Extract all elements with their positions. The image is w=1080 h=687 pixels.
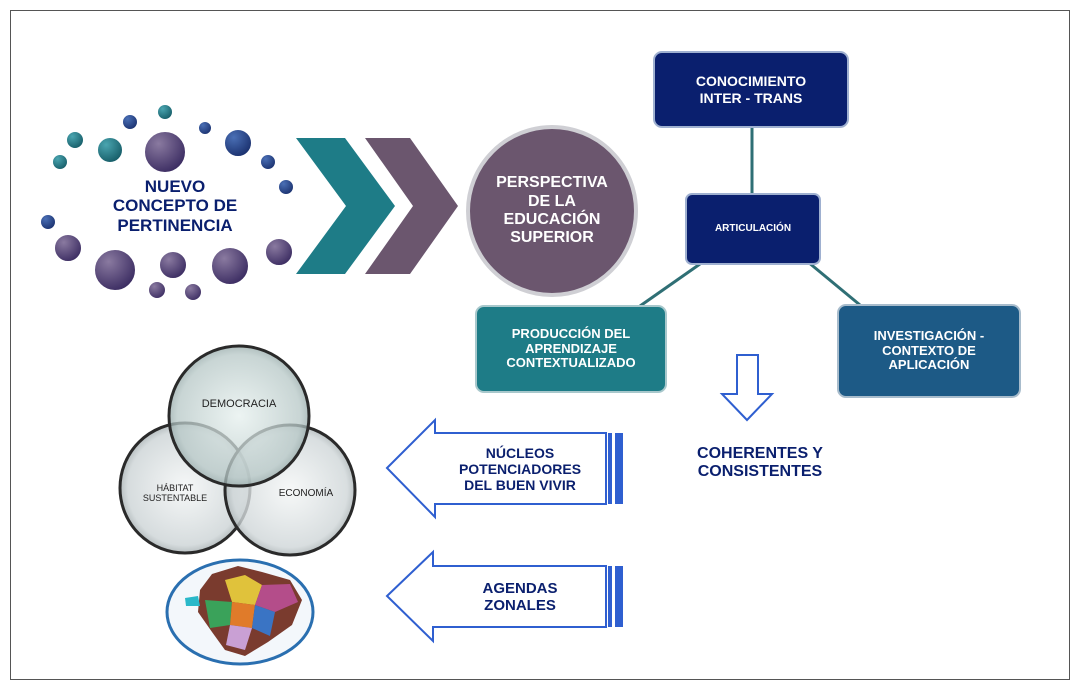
bubble [147,280,167,300]
articulacion-box [685,193,821,265]
map-globe [165,558,315,666]
down-arrow-icon [719,354,775,422]
articulacion-label: ARTICULACIÓN [714,223,792,235]
perspectiva-label: PERSPECTIVA DE LA EDUCACIÓN SUPERIOR [496,174,608,247]
bubble [156,103,174,121]
bubble [96,136,124,164]
bubble [183,282,203,302]
chevron-purple [365,138,458,274]
bubble [277,178,295,196]
produccion-box [475,305,667,393]
agendas-arrow [385,549,623,644]
bubble [53,233,83,263]
conocimiento-box [653,51,849,128]
diagram-frame [10,10,1070,680]
bubble [93,248,137,292]
bubble-ring [39,103,295,302]
venn-circle-democracia [167,344,311,488]
bubble [210,246,250,286]
bubble [259,153,277,171]
connector-line [639,262,701,308]
conocimiento-label: CONOCIMIENTO INTER - TRANS [695,73,807,106]
connector-line [807,260,861,307]
produccion-label: PRODUCCIÓN DEL APRENDIZAJE CONTEXTUALIZA… [506,325,636,371]
perspectiva-circle [466,125,638,297]
bubble [65,130,85,150]
venn-label-democracia: DEMOCRACIA [201,397,277,410]
venn-label-habitat: HÁBITAT SUSTENTABLE [142,482,208,503]
bubble [39,213,57,231]
bubble [143,130,187,174]
nucleos-arrow [385,417,623,520]
coherentes-label: COHERENTES Y CONSISTENTES [697,444,823,480]
bubble [51,153,69,171]
venn-label-economia: ECONOMÍA [278,488,334,500]
bubble [197,120,213,136]
bubble [223,128,253,158]
bubble [121,113,139,131]
investigacion-label: INVESTIGACIÓN - CONTEXTO DE APLICACIÓN [873,327,985,373]
investigacion-box [837,304,1021,398]
nuevo-concepto-label: NUEVO CONCEPTO DE PERTINENCIA [112,176,238,235]
bubble [158,250,188,280]
nucleos-label: NÚCLEOS POTENCIADORES DEL BUEN VIVIR [458,444,582,494]
agendas-label: AGENDAS ZONALES [482,579,558,614]
chevron-teal [296,138,395,274]
bubble [264,237,294,267]
venn-diagram [118,344,357,557]
